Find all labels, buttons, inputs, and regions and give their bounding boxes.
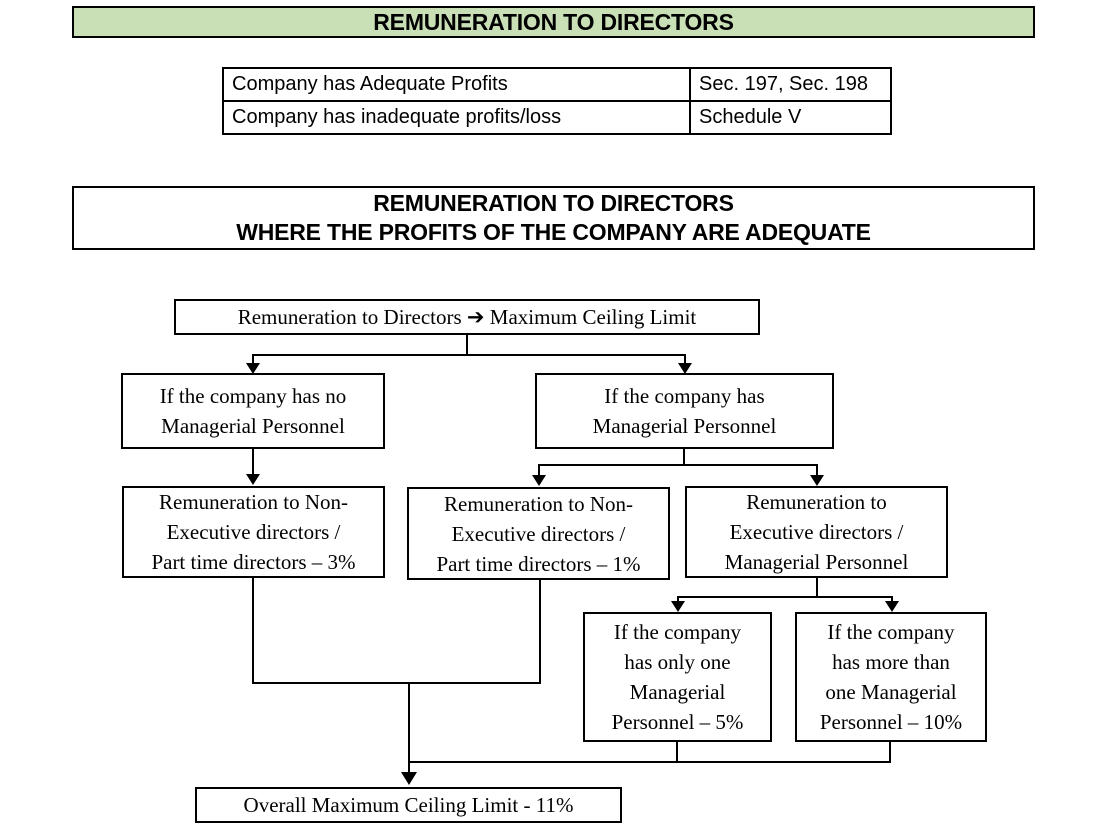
flow-node-more-mp-10pct: If the company has more than one Manager… [795, 612, 987, 742]
flow-node-non-exec-1pct: Remuneration to Non- Executive directors… [407, 487, 670, 580]
flow-node-exec-managerial: Remuneration to Executive directors / Ma… [685, 486, 948, 578]
arrowhead-down [810, 475, 824, 486]
connector-level1-bar [252, 354, 686, 356]
flow-node-one-mp-5pct: If the company has only one Managerial P… [583, 612, 772, 742]
connector-merge-bar-left [252, 682, 541, 684]
flow-node-non-exec-3pct: Remuneration to Non- Executive directors… [122, 486, 385, 578]
arrowhead-down [401, 772, 417, 785]
flow-node-no-managerial: If the company has no Managerial Personn… [121, 373, 385, 449]
top-banner: REMUNERATION TO DIRECTORS [72, 6, 1035, 38]
connector-drop-3pct [252, 578, 254, 684]
connector-drop-1pct [539, 580, 541, 684]
table-cell-condition: Company has inadequate profits/loss [222, 100, 691, 135]
connector-level2-bar [538, 464, 818, 466]
connector-stem [252, 449, 254, 476]
table-row: Company has inadequate profits/loss Sche… [222, 100, 892, 135]
table-cell-condition: Company has Adequate Profits [222, 67, 691, 102]
connector-stem [683, 449, 685, 466]
connector-stem [538, 464, 540, 476]
connector-stem [684, 354, 686, 365]
arrowhead-down [532, 475, 546, 486]
arrowhead-down [885, 601, 899, 612]
arrowhead-down [246, 474, 260, 485]
reference-table: Company has Adequate Profits Sec. 197, S… [222, 67, 892, 135]
table-cell-reference: Schedule V [689, 100, 892, 135]
connector-merge-bar-right [408, 761, 891, 763]
connector-root-stem [466, 335, 468, 356]
arrowhead-down [678, 363, 692, 374]
section-header: REMUNERATION TO DIRECTORS WHERE THE PROF… [72, 186, 1035, 250]
connector-stem [677, 596, 679, 603]
connector-level3-bar [677, 596, 893, 598]
connector-drop-10pct [889, 742, 891, 763]
flow-node-has-managerial: If the company has Managerial Personnel [535, 373, 834, 449]
connector-stem [891, 596, 893, 603]
flow-node-root: Remuneration to Directors ➔ Maximum Ceil… [174, 299, 760, 335]
connector-final-stem [408, 682, 410, 774]
arrowhead-down [246, 363, 260, 374]
arrowhead-down [671, 601, 685, 612]
flow-node-overall-11pct: Overall Maximum Ceiling Limit - 11% [195, 787, 622, 823]
table-row: Company has Adequate Profits Sec. 197, S… [222, 67, 892, 102]
connector-drop-5pct [676, 742, 678, 763]
table-cell-reference: Sec. 197, Sec. 198 [689, 67, 892, 102]
connector-stem [816, 578, 818, 598]
connector-stem [252, 354, 254, 365]
connector-stem [816, 464, 818, 476]
